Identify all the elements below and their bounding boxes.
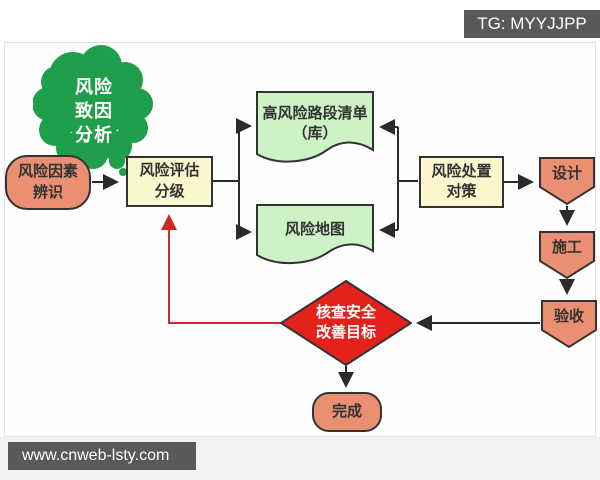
node-design-label: 设计 (551, 165, 582, 183)
node-acceptance-label: 验收 (553, 308, 584, 326)
node-risk-map[interactable]: 风险地图 (255, 203, 375, 267)
node-check-safety-goals[interactable]: 核查安全 改善目标 (280, 280, 412, 366)
feedback-red-connector (161, 214, 283, 324)
node-design[interactable]: 设计 (539, 157, 595, 206)
node-done[interactable]: 完成 (312, 392, 382, 432)
node-risk-factor-identify-label: 风险因素 辨识 (17, 163, 78, 201)
node-risk-map-label: 风险地图 (284, 220, 345, 238)
watermark-top-text: TG: MYYJJPP (477, 14, 587, 33)
watermark-url-badge: www.cnweb-lsty.com (8, 442, 196, 470)
node-risk-assess-grading-label: 风险评估 分级 (139, 162, 200, 200)
black-connectors (92, 118, 575, 388)
document-icon (256, 204, 374, 265)
watermark-url-text: www.cnweb-lsty.com (22, 447, 170, 464)
watermark-top-badge: TG: MYYJJPP (464, 10, 600, 38)
node-done-label: 完成 (331, 402, 362, 420)
node-construction[interactable]: 施工 (539, 231, 595, 280)
node-risk-treatment[interactable]: 风险处置 对策 (419, 156, 504, 208)
node-risk-cause-analysis-label: 风险 致因 分析 (75, 76, 113, 146)
node-check-safety-goals-label: 核查安全 改善目标 (315, 303, 376, 341)
node-acceptance[interactable]: 验收 (541, 300, 597, 349)
pentagon-down-icon (539, 157, 595, 206)
node-risk-assess-grading[interactable]: 风险评估 分级 (126, 156, 213, 207)
pentagon-down-icon (539, 231, 595, 280)
node-high-risk-road-list-label: 高风险路段清单 （库） (262, 104, 368, 142)
diamond-icon (280, 280, 412, 366)
node-high-risk-road-list[interactable]: 高风险路段清单 （库） (255, 90, 375, 166)
node-construction-label: 施工 (551, 239, 582, 257)
document-icon (256, 91, 374, 163)
node-risk-treatment-label: 风险处置 对策 (431, 162, 492, 200)
pentagon-down-icon (541, 300, 597, 349)
node-risk-factor-identify[interactable]: 风险因素 辨识 (5, 155, 91, 210)
